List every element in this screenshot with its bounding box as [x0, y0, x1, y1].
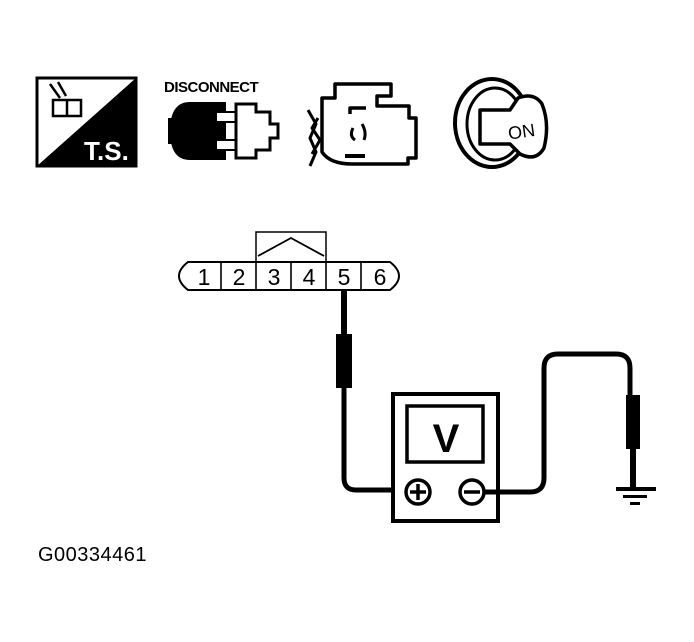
- pin-3: 3: [268, 264, 281, 290]
- harness-connector: 1 2 3 4 5 6: [178, 231, 400, 291]
- figure-id-label: G00334461: [38, 544, 148, 566]
- pin-5: 5: [338, 264, 351, 290]
- ignition-key-on-icon: ON: [453, 77, 549, 169]
- pin-4: 4: [303, 264, 316, 290]
- ts-icon: T.S.: [35, 76, 138, 168]
- ground-icon: [616, 487, 656, 505]
- disconnect-connector-icon: DISCONNECT: [164, 79, 280, 160]
- meter-display-label: V: [433, 417, 460, 461]
- pin-2: 2: [233, 264, 246, 290]
- pin-1: 1: [198, 264, 211, 290]
- voltmeter: V: [391, 392, 500, 523]
- negative-probe-lead: [484, 351, 640, 495]
- ts-label: T.S.: [84, 136, 129, 166]
- disconnect-label: DISCONNECT: [164, 79, 259, 96]
- positive-probe-lead: [336, 290, 406, 493]
- engine-icon: [306, 82, 418, 167]
- pin-6: 6: [374, 264, 387, 290]
- ignition-on-label: ON: [507, 120, 537, 144]
